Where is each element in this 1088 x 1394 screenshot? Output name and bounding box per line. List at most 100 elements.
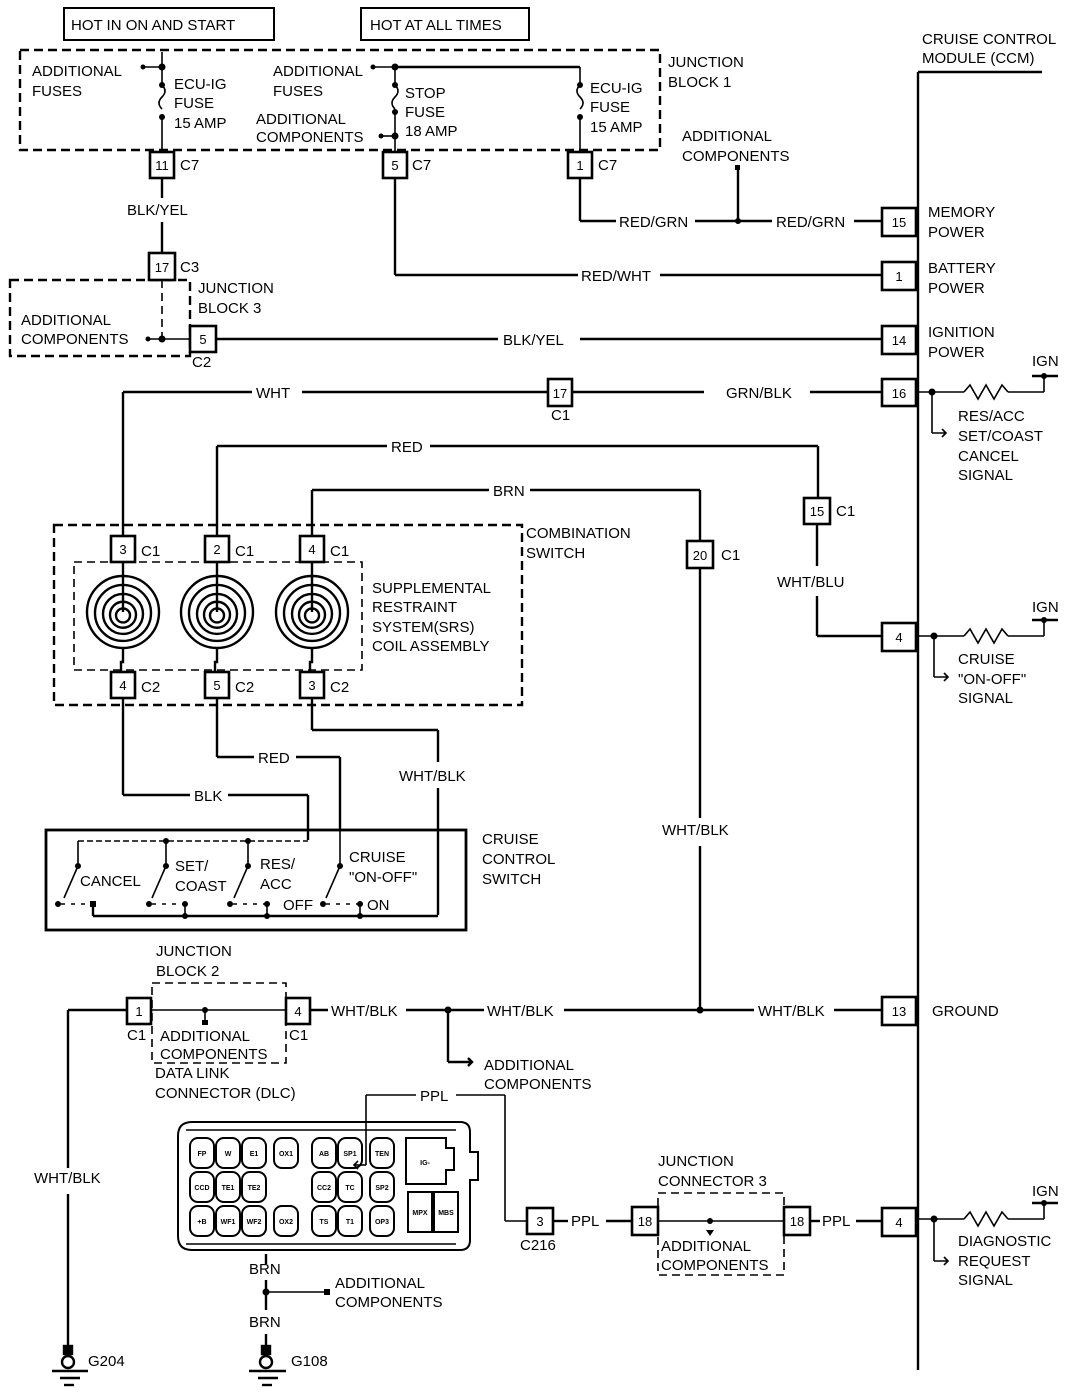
switch-cruise-on-off[interactable]: CRUISE "ON-OFF" OFF ON — [283, 830, 417, 914]
connector-pin: 4 C1 — [298, 534, 349, 564]
signal-label: RES/ACC — [958, 408, 1025, 425]
switch-cancel[interactable]: CANCEL — [55, 841, 141, 907]
pin-number: 2 — [213, 542, 220, 557]
dlc-pin-cell — [369, 1137, 395, 1169]
dlc-pin-label: TEN — [375, 1151, 389, 1158]
dlc-pin-label: WF2 — [247, 1219, 262, 1226]
ccm-pin-16: 16 — [892, 386, 906, 401]
fuse-stop-label3: 18 AMP — [405, 123, 458, 140]
header-hot-at-all-times: HOT AT ALL TIMES — [360, 7, 530, 41]
dlc-title1: DATA LINK — [155, 1065, 229, 1082]
ccm-pin-4: 4 — [895, 630, 902, 645]
connector-pin: 1 C7 — [566, 150, 617, 180]
connector-id: C1 — [721, 547, 740, 564]
cancel-label: CANCEL — [80, 873, 141, 890]
cruise-on-off-label1: CRUISE — [349, 849, 406, 866]
dlc-pin-cell — [215, 1205, 241, 1237]
junction-connector-3: JUNCTION CONNECTOR 3 18 18 ADDITIONAL CO… — [630, 1153, 918, 1276]
fuse-ecu-ig-left-label1: ECU-IG — [174, 76, 227, 93]
wire-label: RED — [391, 439, 423, 456]
res-acc-label2: ACC — [260, 876, 292, 893]
fuse-icon — [158, 84, 166, 110]
wire-label: GRN/BLK — [726, 385, 792, 402]
wire-label: RED — [258, 750, 290, 767]
wire-label: RED/GRN — [776, 214, 845, 231]
wire-label: WHT/BLU — [777, 574, 845, 591]
dlc-pin-label: TE2 — [248, 1185, 261, 1192]
on-label: ON — [367, 897, 390, 914]
jb3-additional-components-2: COMPONENTS — [21, 331, 129, 348]
wire-label: WHT — [256, 385, 290, 402]
ground-label: G108 — [291, 1353, 328, 1370]
wire-label: PPL — [420, 1088, 448, 1105]
switch-set-coast[interactable]: SET/ COAST — [146, 841, 227, 907]
wire-label: BRN — [249, 1261, 281, 1278]
wire-label: BRN — [493, 483, 525, 500]
connector-id: C216 — [520, 1237, 556, 1254]
jb3-title-line2: BLOCK 3 — [198, 300, 261, 317]
ccm-pin-label: GROUND — [932, 1003, 999, 1020]
dlc-pin-label: SP1 — [343, 1151, 356, 1158]
switch-res-acc[interactable]: RES/ ACC — [227, 841, 296, 907]
ground-icon — [52, 1344, 88, 1387]
wire-ground-bus: WHT/BLK ADDITIONAL COMPONENTS WHT/BLK WH… — [34, 995, 999, 1348]
junction-block-3: 17 C3 JUNCTION BLOCK 3 ADDITIONAL COMPON… — [8, 251, 274, 371]
srs-coil-icon — [274, 562, 350, 672]
ccm-pin-label: IGNITION — [928, 324, 995, 341]
resistor-icon — [963, 1210, 1009, 1228]
dlc-pin-label: OX2 — [279, 1219, 293, 1226]
wire-res-acc-signal: WHT 17 C1 GRN/BLK 16 — [121, 377, 918, 536]
dlc-pin-label: TE1 — [222, 1185, 235, 1192]
pin-number: 20 — [693, 548, 707, 563]
jb1-additional-components-2: COMPONENTS — [256, 129, 364, 146]
dlc-pin-label: OX1 — [279, 1151, 293, 1158]
wire-label: PPL — [822, 1213, 850, 1230]
signal-label: SET/COAST — [958, 428, 1043, 445]
ccm-pin-label: BATTERY — [928, 260, 996, 277]
arrow-icon — [352, 1160, 359, 1170]
wire-ignition-power: BLK/YEL 14 IGNITION POWER — [216, 324, 995, 361]
fuse-ecu-ig-right-label2: FUSE — [590, 99, 630, 116]
ccm-signal-cruise-on-off: IGN CRUISE "ON-OFF" SIGNAL — [918, 599, 1059, 707]
dlc-pin-label: SP2 — [375, 1185, 388, 1192]
set-coast-label1: SET/ — [175, 858, 209, 875]
connector-id: C1 — [141, 543, 160, 560]
jb2-title2: BLOCK 2 — [156, 963, 219, 980]
arrow-icon — [934, 672, 950, 682]
additional-components-label1: ADDITIONAL — [335, 1275, 425, 1292]
dlc-pin-cell — [433, 1191, 459, 1233]
ccm-pin-14: 14 — [892, 333, 906, 348]
dlc-pin-cell — [311, 1205, 337, 1237]
connector-id: C1 — [551, 407, 570, 424]
wire-label: PPL — [571, 1213, 599, 1230]
connector-id: C1 — [836, 503, 855, 520]
jb3-additional-components-1: ADDITIONAL — [21, 312, 111, 329]
dlc-pin-cell — [311, 1171, 337, 1203]
resistor-icon — [963, 627, 1009, 645]
signal-label: SIGNAL — [958, 467, 1013, 484]
connector-pin: 5 C2 — [203, 670, 254, 700]
fuse-ecu-ig-left-label2: FUSE — [174, 95, 214, 112]
connector-pin: 3 C2 — [298, 670, 349, 700]
connector-id: C7 — [180, 157, 199, 174]
jb3-title-line1: JUNCTION — [198, 280, 274, 297]
wire-battery-power: RED/WHT 1 BATTERY POWER — [393, 178, 996, 297]
jb2-additional-components1: ADDITIONAL — [160, 1028, 250, 1045]
wire-label: BRN — [249, 1314, 281, 1331]
wire-label: WHT/BLK — [34, 1170, 101, 1187]
jc3-title2: CONNECTOR 3 — [658, 1173, 767, 1190]
dlc-pin-label: OP3 — [375, 1219, 389, 1226]
jb1-additional-fuses-mid-1: ADDITIONAL — [273, 63, 363, 80]
connector-pin: 2 C1 — [203, 534, 254, 564]
ccm-pin-label: POWER — [928, 344, 985, 361]
pin-number: 1 — [135, 1004, 142, 1019]
fuse-stop-label2: FUSE — [405, 104, 445, 121]
connector-id: C2 — [192, 354, 211, 371]
dlc-pin-label: FP — [198, 1151, 207, 1158]
dlc-pin-label: T1 — [346, 1219, 354, 1226]
pin-number: 3 — [536, 1214, 543, 1229]
combination-switch-title2: SWITCH — [526, 545, 585, 562]
dlc-pin-cell — [369, 1171, 395, 1203]
connector-id: C1 — [127, 1027, 146, 1044]
wire-diagnostic-request: PPL 3 C216 PPL — [352, 1088, 632, 1254]
